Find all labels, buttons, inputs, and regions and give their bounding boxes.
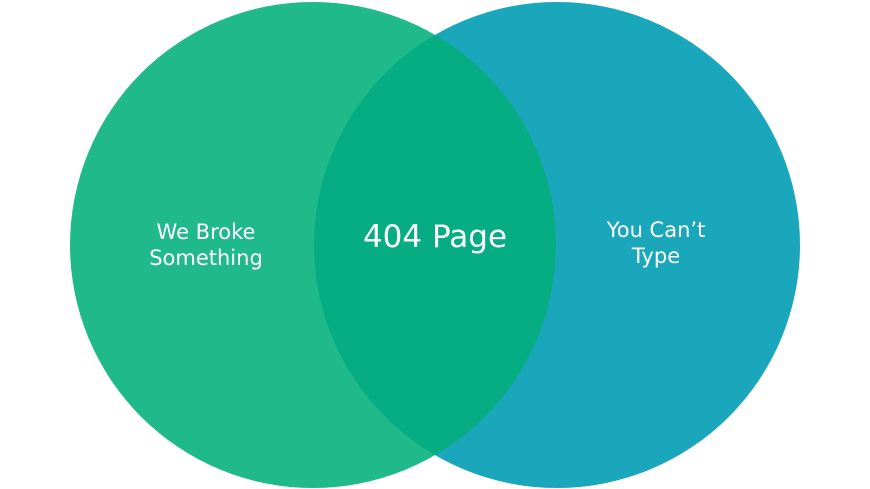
- overlap-label: 404 Page: [362, 219, 508, 255]
- left-circle-label: We Broke Something: [126, 220, 286, 271]
- overlap-region: [314, 2, 556, 488]
- right-circle-label-line-2: Type: [631, 243, 681, 268]
- left-circle-label-line-1: We Broke: [156, 220, 256, 244]
- left-circle-label-line-2: Something: [149, 245, 263, 270]
- right-circle-label: You Can’t Type: [576, 218, 736, 269]
- right-circle-label-line-1: You Can’t: [606, 218, 706, 242]
